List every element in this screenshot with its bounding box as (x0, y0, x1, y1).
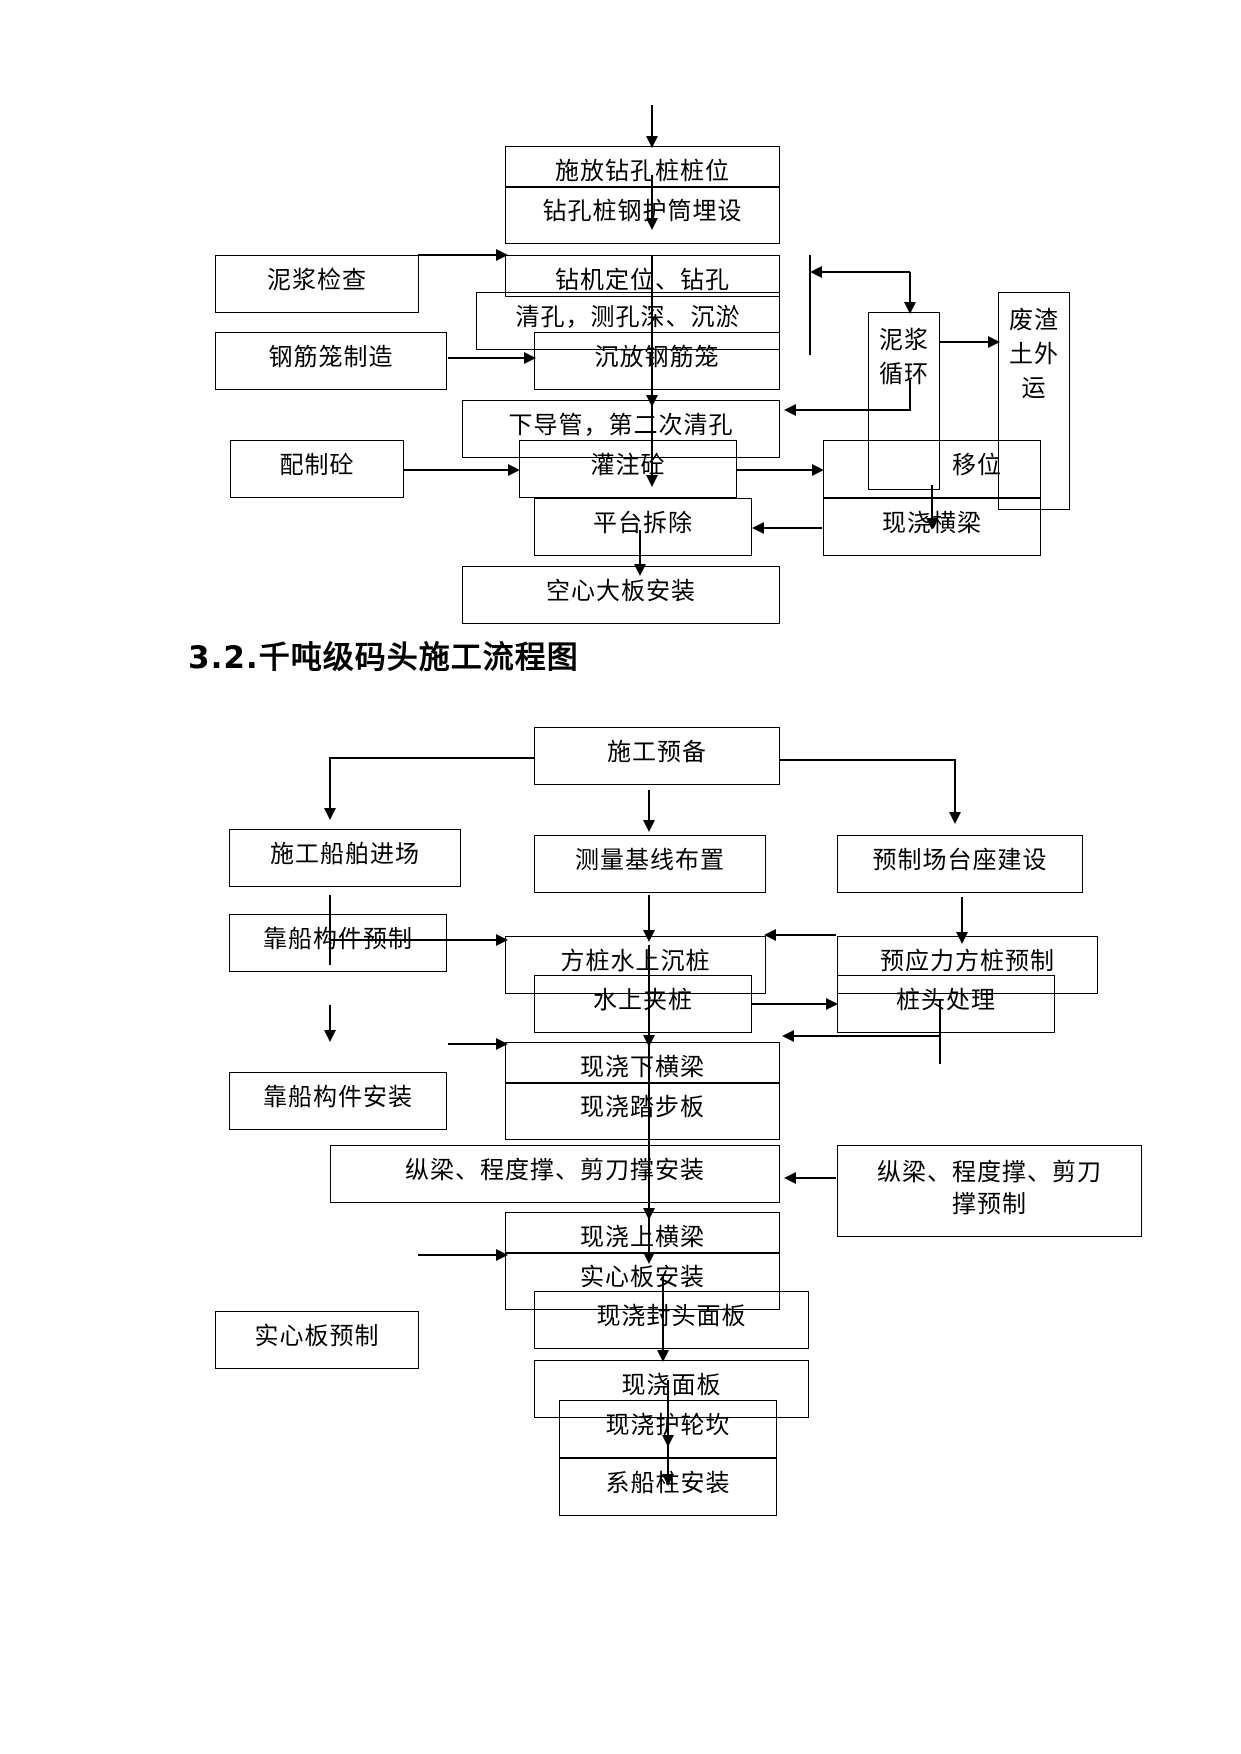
step-stake-out: 施放钻孔桩桩位 (505, 146, 780, 188)
step-lower-beam: 现浇下横梁 (505, 1042, 780, 1084)
vessel-box: 施工船舶进场 (229, 829, 461, 887)
step-casing: 钻孔桩钢护筒埋设 (505, 186, 780, 244)
concrete-mix-box: 配制砼 (230, 440, 404, 498)
step-stringer: 纵梁、程度撑、剪刀撑安装 (330, 1145, 780, 1203)
step-bollard: 系船柱安装 (559, 1458, 777, 1516)
step-drill: 钻机定位、钻孔 (505, 255, 780, 297)
yard-box: 预制场台座建设 (837, 835, 1083, 893)
fender-ins-box: 靠船构件安装 (229, 1072, 447, 1130)
step-pour: 灌注砼 (519, 440, 737, 498)
step-kerb: 现浇护轮坎 (559, 1400, 777, 1458)
prestress-box: 预应力方桩预制 (837, 936, 1098, 994)
rebar-cage-box: 钢筋笼制造 (215, 332, 447, 390)
step-step-board: 现浇踏步板 (505, 1082, 780, 1140)
mud-check-box: 泥浆检查 (215, 255, 419, 313)
crossbeam-box: 现浇横梁 (823, 498, 1041, 556)
step-hollow-slab: 空心大板安装 (462, 566, 780, 624)
fender-pre-box: 靠船构件预制 (229, 914, 447, 972)
move-box: 移位 (823, 440, 1041, 498)
step-tremie: 下导管，第二次清孔 (462, 400, 780, 458)
solid-pre-box: 实心板预制 (215, 1311, 419, 1369)
pile-head-box: 桩头处理 (837, 975, 1055, 1033)
step-platform-remove: 平台拆除 (534, 498, 752, 556)
step-survey: 测量基线布置 (534, 835, 766, 893)
step-upper-beam: 现浇上横梁 (505, 1212, 780, 1254)
stringer-pre-box: 纵梁、程度撑、剪刀撑预制 (837, 1145, 1142, 1237)
step-pile-sink: 方桩水上沉桩 (505, 936, 766, 994)
step-prep: 施工预备 (534, 727, 780, 785)
step-solid-install: 实心板安装 (505, 1252, 780, 1310)
step-clean: 清孔，测孔深、沉淤 (476, 292, 780, 350)
step-cage-lower: 沉放钢筋笼 (534, 332, 780, 390)
section-heading: 3.2.千吨级码头施工流程图 (188, 640, 579, 676)
waste-out-box: 废渣土外运 (998, 292, 1070, 510)
step-end-panel: 现浇封头面板 (534, 1291, 809, 1349)
mud-cycle-box: 泥浆循环 (868, 312, 940, 490)
step-pile-clamp: 水上夹桩 (534, 975, 752, 1033)
step-deck: 现浇面板 (534, 1360, 809, 1418)
